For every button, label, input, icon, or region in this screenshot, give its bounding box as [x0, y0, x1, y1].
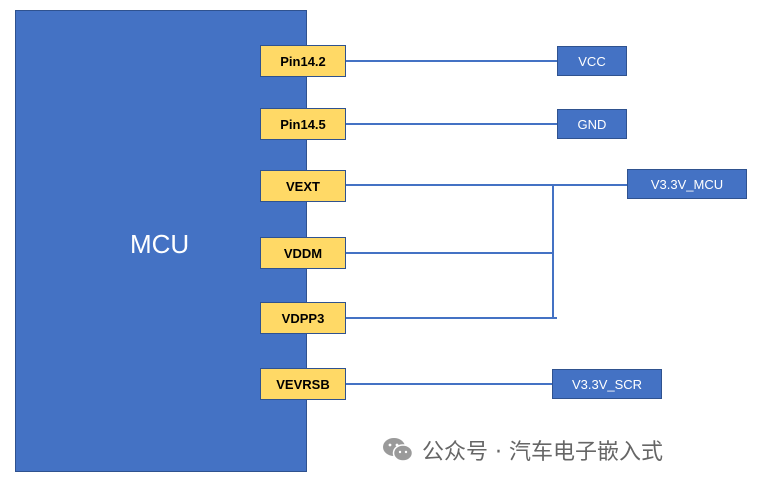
wire-pin14-2-vcc — [346, 60, 558, 62]
wire-pin14-5-gnd — [346, 123, 558, 125]
net-v33-scr: V3.3V_SCR — [552, 369, 662, 399]
pin-14-5: Pin14.5 — [260, 108, 346, 140]
watermark-text: 公众号 · 汽车电子嵌入式 — [422, 440, 663, 465]
wire-vext-v33mcu — [346, 184, 628, 186]
wire-vdpp3 — [346, 317, 557, 319]
net-gnd: GND — [557, 109, 627, 139]
net-v33-mcu: V3.3V_MCU — [627, 169, 747, 199]
watermark: 公众号 · 汽车电子嵌入式 — [382, 434, 663, 466]
pin-vext: VEXT — [260, 170, 346, 202]
net-vcc: VCC — [557, 46, 627, 76]
pin-vdpp3: VDPP3 — [260, 302, 346, 334]
mcu-label: MCU — [130, 229, 190, 259]
wechat-icon — [383, 438, 414, 462]
mcu-block — [15, 10, 307, 472]
wire-bus-vertical — [552, 184, 554, 319]
pin-vddm: VDDM — [260, 237, 346, 269]
wire-vddm — [346, 252, 554, 254]
pin-14-2: Pin14.2 — [260, 45, 346, 77]
wire-vevrsb-v33scr — [346, 383, 552, 385]
pin-vevrsb: VEVRSB — [260, 368, 346, 400]
